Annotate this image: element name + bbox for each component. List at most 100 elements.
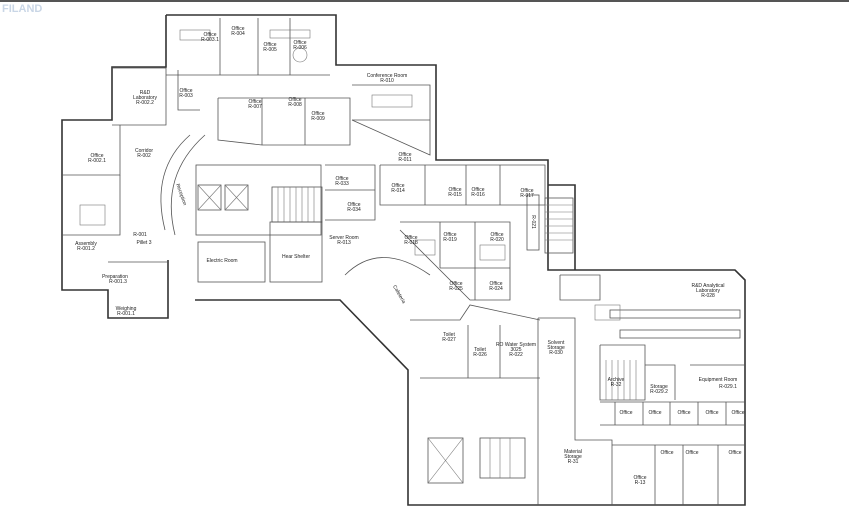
room-label: R-005	[263, 47, 277, 53]
room-label: Office	[649, 410, 662, 416]
room-label: Office	[521, 188, 534, 194]
room-label: Office	[91, 153, 104, 159]
room-label: R-001.2	[77, 246, 95, 252]
room-label: R-001.1	[117, 311, 135, 317]
room-label: R-015	[448, 192, 462, 198]
room-label: Laboratory	[696, 288, 720, 294]
room-label: Weighing	[116, 306, 137, 312]
room-label: R-029.1	[719, 384, 737, 390]
watermark-logo: FILAND	[2, 3, 42, 15]
room-label: Office	[491, 232, 504, 238]
room-label: R-018	[404, 240, 418, 246]
room-label: R-034	[347, 207, 361, 213]
room-label: 3025	[510, 347, 521, 353]
room-label: Conference Room	[367, 73, 408, 79]
room-label: Office	[634, 475, 647, 481]
room-label: Electric Room	[206, 258, 237, 264]
room-label: R-003	[179, 93, 193, 99]
room-label: Office	[449, 187, 462, 193]
archive-hatching	[605, 360, 637, 400]
room-label: Hear Shelter	[282, 254, 310, 260]
scan-top-edge	[0, 0, 849, 2]
room-label: Office	[729, 450, 742, 456]
room-label: Office	[264, 42, 277, 48]
room-label: R-033	[335, 181, 349, 187]
room-label: Office	[661, 450, 674, 456]
room-label: R-021	[530, 215, 536, 229]
room-label: Corridor	[135, 148, 153, 154]
room-label: Storage	[547, 345, 565, 351]
room-label: R-009	[311, 116, 325, 122]
room-label: Office	[392, 183, 405, 189]
room-label: R-004	[231, 31, 245, 37]
room-label: R-008	[288, 102, 302, 108]
room-label: R-029.2	[650, 389, 668, 395]
room-label: R-027	[442, 337, 456, 343]
room-label: R-014	[391, 188, 405, 194]
room-label: Office	[399, 152, 412, 158]
stairs-main	[271, 186, 323, 223]
stairs-east	[544, 197, 574, 254]
room-label: R-019	[443, 237, 457, 243]
room-label: Office	[706, 410, 719, 416]
room-label: Material	[564, 449, 582, 455]
room-label: R-026	[473, 352, 487, 358]
room-label: Cafeteria	[391, 284, 406, 305]
room-label: R-030	[549, 350, 563, 356]
room-label: Solvent	[548, 340, 565, 346]
room-label: R-028	[701, 293, 715, 299]
room-label: R-006	[293, 45, 307, 51]
room-label: Assembly	[75, 241, 97, 247]
room-label: Toilet	[474, 347, 486, 353]
room-label: Reception	[174, 183, 187, 206]
room-label: R-013	[337, 240, 351, 246]
room-label: R-001	[133, 232, 147, 238]
room-label: Office	[204, 32, 217, 38]
room-label: Office	[348, 202, 361, 208]
furniture	[79, 29, 621, 321]
room-label: R-31	[568, 459, 579, 465]
exterior-walls	[61, 14, 746, 506]
room-label: Toilet	[443, 332, 455, 338]
room-label: R-020	[490, 237, 504, 243]
room-label: R-022	[509, 352, 523, 358]
room-label: Office	[620, 410, 633, 416]
room-label: Office	[249, 99, 262, 105]
room-label: RO Water System	[496, 342, 536, 348]
room-label: Laboratory	[133, 95, 157, 101]
room-label: Office	[686, 450, 699, 456]
room-label: Storage	[564, 454, 582, 460]
room-label: Office	[405, 235, 418, 241]
room-label: R&D	[140, 90, 151, 96]
room-label: Preparation	[102, 274, 128, 280]
room-label: R-007	[248, 104, 262, 110]
room-label: R-017	[520, 193, 534, 199]
room-label: R-025	[449, 286, 463, 292]
room-label: Office	[472, 187, 485, 193]
